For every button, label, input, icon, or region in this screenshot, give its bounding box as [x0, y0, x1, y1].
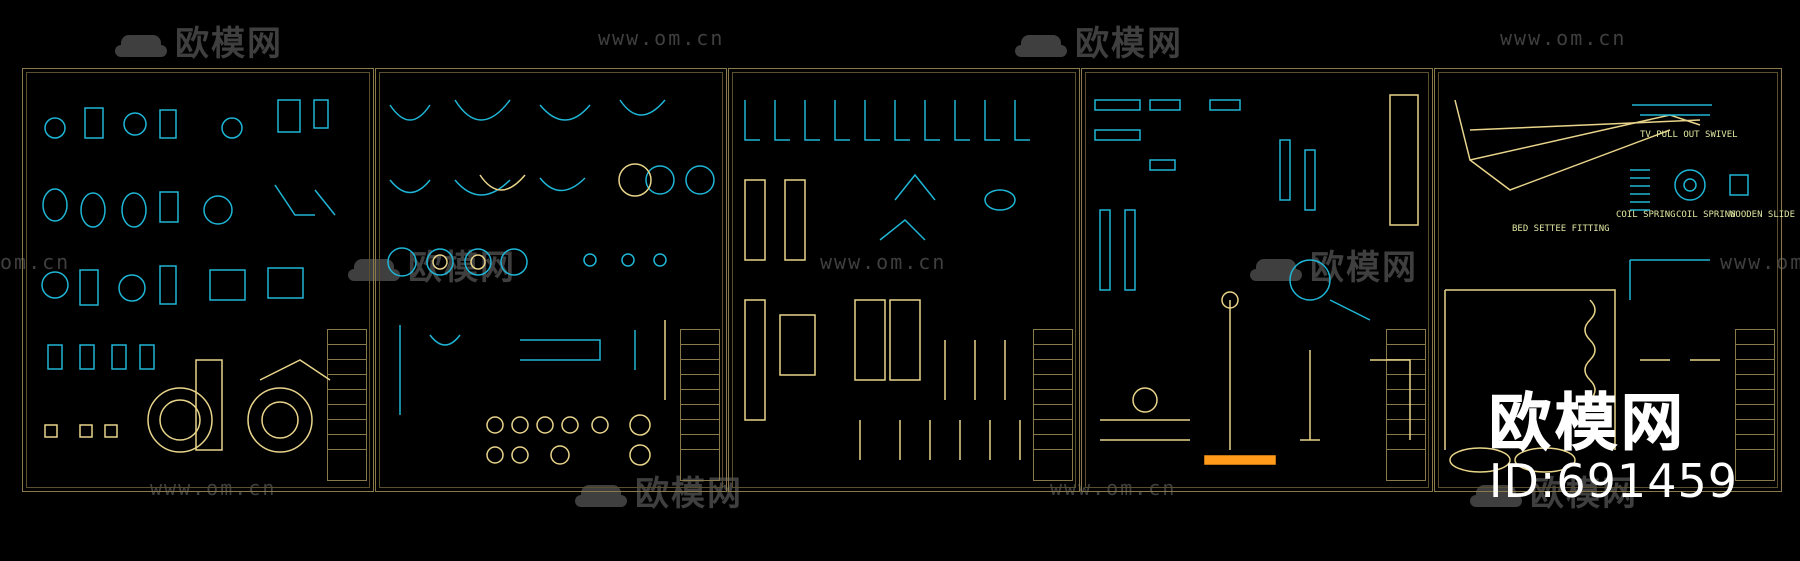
title-block: [1735, 329, 1775, 481]
cad-label-tv-swivel: TV PULL OUT SWIVEL: [1640, 130, 1738, 140]
mechanism-drawings: [1444, 99, 1720, 473]
sofa-icon: [1250, 255, 1302, 285]
brand-overlay: 欧模网 ID:691459: [1488, 386, 1738, 508]
watermark-url: om.cn: [0, 250, 71, 274]
title-block: [680, 329, 720, 481]
watermark-url: www.om.cn: [598, 26, 725, 50]
sheet-inner-border: [1438, 72, 1778, 488]
cad-label-coil-spring-1: COIL SPRING: [1616, 210, 1676, 220]
watermark-url: www.om.cn: [820, 250, 947, 274]
hinge-drawings: [744, 179, 1021, 460]
caster-drawings: [41, 99, 336, 370]
large-caster-drawings: [44, 359, 331, 453]
drawing-sheet-hinges: [728, 68, 1080, 492]
sheet-inner-border: [379, 72, 723, 488]
drawing-sheet-handles: [375, 68, 727, 492]
bracket-drawings: [1094, 99, 1371, 321]
sofa-icon: [1470, 481, 1522, 511]
sheet-inner-border: [1085, 72, 1429, 488]
watermark-logo: 欧模网: [348, 240, 516, 289]
model-id: ID:691459: [1488, 454, 1738, 508]
watermark-url: www.om.cn: [1500, 26, 1627, 50]
watermark-url: www.om.cn: [1720, 250, 1800, 274]
sofa-icon: [575, 481, 627, 511]
watermark-row-middle: om.cn 欧模网 www.om.cn 欧模网 www.om.cn: [0, 236, 1800, 296]
watermark-url: www.om.cn: [150, 476, 277, 500]
fitting-drawings: [1100, 94, 1419, 450]
handle-drawings: [387, 99, 715, 415]
title-block: [327, 329, 367, 481]
sofa-icon: [1015, 31, 1067, 61]
spring-drawings: [1629, 104, 1749, 300]
sofa-icon: [348, 255, 400, 285]
drawing-sheet-casters: [22, 68, 374, 492]
base-plate: [1204, 455, 1276, 465]
sheet-inner-border: [26, 72, 370, 488]
sofa-icon: [115, 31, 167, 61]
cad-label-coil-spring-2: COIL SPRING: [1676, 210, 1736, 220]
watermark-row-top: 欧模网 www.om.cn 欧模网 www.om.cn: [0, 12, 1800, 72]
watermark-logo: 欧模网: [1470, 466, 1638, 515]
watermark-logo: 欧模网: [1250, 240, 1418, 289]
watermark-row-bottom: www.om.cn 欧模网 www.om.cn 欧模网: [0, 466, 1800, 526]
knob-drawings: [432, 163, 666, 466]
sheet-inner-border: [732, 72, 1076, 488]
hinge-profile-drawings: [744, 100, 1030, 241]
cad-label-wooden-slide: WOODEN SLIDE: [1730, 210, 1796, 220]
watermark-logo: 欧模网: [115, 16, 283, 65]
brand-name: 欧模网: [1488, 386, 1687, 459]
cad-label-bed-settee: BED SETTEE FITTING: [1512, 224, 1610, 234]
drawing-sheet-mechanisms: [1434, 68, 1782, 492]
watermark-logo: 欧模网: [1015, 16, 1183, 65]
title-block: [1033, 329, 1073, 481]
